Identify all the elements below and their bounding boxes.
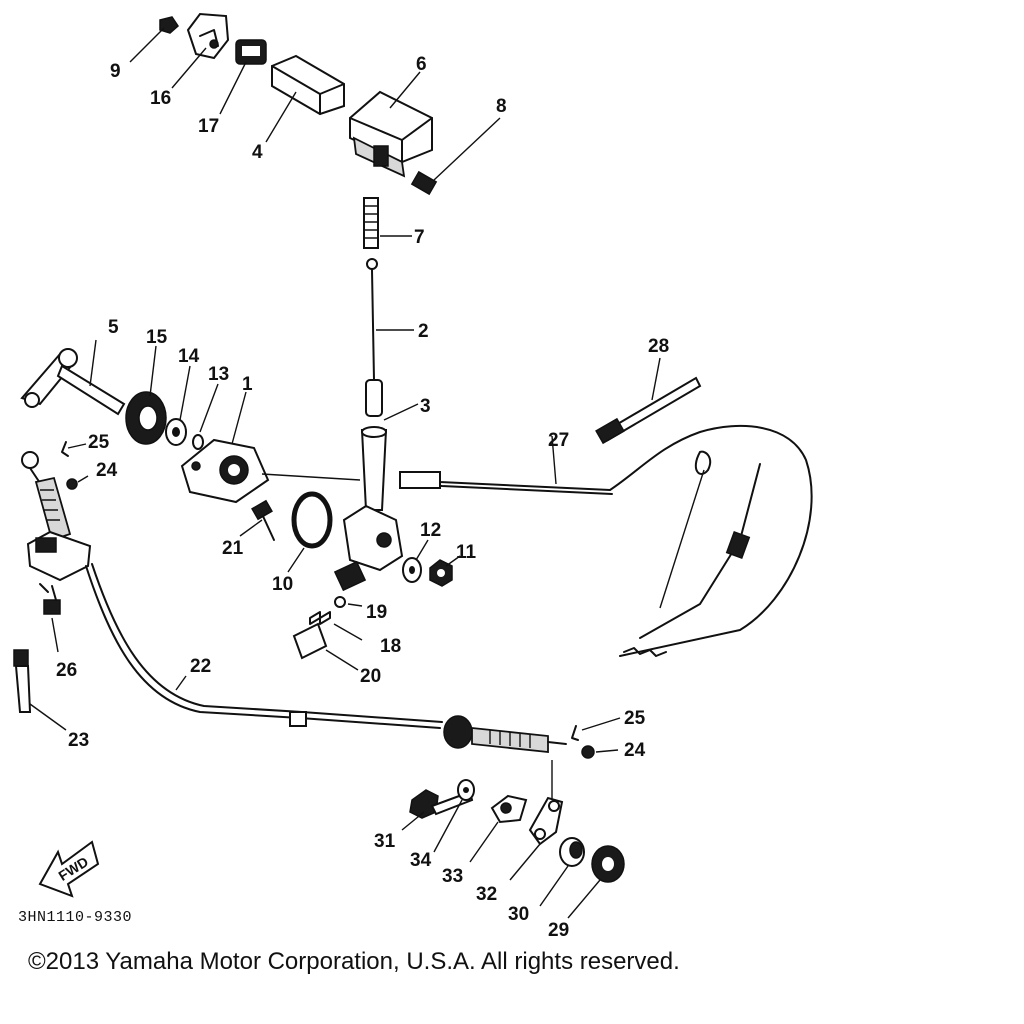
label-26: 26 bbox=[56, 660, 77, 681]
label-10: 10 bbox=[272, 574, 293, 595]
label-2: 2 bbox=[418, 321, 429, 342]
label-21: 21 bbox=[222, 538, 244, 559]
part-19-ball bbox=[334, 596, 346, 608]
label-31: 31 bbox=[374, 831, 396, 852]
part-7-sleeve bbox=[363, 197, 379, 249]
part-28-tie bbox=[595, 376, 702, 445]
label-28: 28 bbox=[648, 336, 669, 357]
part-33-bracket bbox=[490, 794, 528, 824]
part-3-housing bbox=[333, 426, 404, 592]
part-18-spring bbox=[309, 611, 331, 625]
label-33: 33 bbox=[442, 866, 463, 887]
label-32: 32 bbox=[476, 884, 497, 905]
label-3: 3 bbox=[420, 396, 431, 417]
label-4: 4 bbox=[252, 142, 263, 163]
diagram-code: 3HN1110-9330 bbox=[18, 909, 132, 926]
part-10-seal bbox=[291, 491, 333, 549]
label-18: 18 bbox=[380, 636, 401, 657]
part-15-pulley bbox=[125, 391, 167, 445]
part-12-washer bbox=[402, 557, 422, 583]
label-11: 11 bbox=[456, 542, 477, 563]
label-24-b: 24 bbox=[624, 740, 646, 761]
label-34: 34 bbox=[410, 850, 432, 871]
part-8-screw bbox=[410, 170, 438, 196]
part-30-bushing bbox=[559, 837, 585, 867]
part-14-washer bbox=[165, 418, 187, 446]
part-17-grommet bbox=[235, 39, 267, 65]
label-29: 29 bbox=[548, 920, 569, 941]
label-15: 15 bbox=[146, 327, 168, 348]
label-24-a: 24 bbox=[96, 460, 118, 481]
label-19: 19 bbox=[366, 602, 387, 623]
label-17: 17 bbox=[198, 116, 219, 137]
part-6-cover bbox=[349, 90, 433, 178]
label-5: 5 bbox=[108, 317, 119, 338]
part-24-clip-b bbox=[581, 745, 595, 759]
part-22-cable bbox=[85, 563, 567, 753]
linkage-rod bbox=[21, 451, 92, 582]
part-2-cable bbox=[365, 258, 383, 417]
copyright-notice: ©2013 Yamaha Motor Corporation, U.S.A. A… bbox=[28, 948, 680, 975]
label-27: 27 bbox=[548, 430, 569, 451]
label-25-b: 25 bbox=[624, 708, 646, 729]
part-13-ring bbox=[192, 434, 204, 450]
label-8: 8 bbox=[496, 96, 507, 117]
part-27-cable bbox=[399, 424, 813, 657]
label-30: 30 bbox=[508, 904, 529, 925]
leader-lines bbox=[29, 27, 661, 919]
part-25-pin-a bbox=[61, 441, 69, 457]
label-12: 12 bbox=[420, 520, 441, 541]
label-7: 7 bbox=[414, 227, 425, 248]
label-9: 9 bbox=[110, 61, 121, 82]
part-20-collar bbox=[292, 622, 328, 660]
part-9-bolt bbox=[159, 16, 179, 34]
part-34-washer bbox=[457, 779, 475, 801]
label-6: 6 bbox=[416, 54, 427, 75]
part-23-fastener bbox=[13, 649, 32, 713]
part-24-clip-a bbox=[66, 478, 78, 490]
label-23: 23 bbox=[68, 730, 89, 751]
part-26-screw bbox=[39, 583, 61, 615]
part-4-block bbox=[271, 54, 345, 116]
part-1-bracket bbox=[180, 438, 270, 504]
label-25-a: 25 bbox=[88, 432, 110, 453]
label-13: 13 bbox=[208, 364, 229, 385]
part-25-pin-b bbox=[571, 725, 579, 741]
label-1: 1 bbox=[242, 374, 253, 395]
part-29-cap bbox=[591, 845, 625, 883]
label-22: 22 bbox=[190, 656, 211, 677]
label-16: 16 bbox=[150, 88, 171, 109]
label-20: 20 bbox=[360, 666, 381, 687]
part-16-bracket bbox=[186, 12, 230, 60]
part-32-lever bbox=[528, 796, 564, 846]
part-21-bolt bbox=[251, 499, 275, 541]
part-5-shaft bbox=[20, 348, 126, 416]
label-14: 14 bbox=[178, 346, 200, 367]
fwd-arrow-icon: FWD bbox=[38, 840, 100, 898]
part-labels: 9 16 17 4 6 8 7 2 3 27 28 5 15 14 13 1 2… bbox=[56, 54, 669, 941]
